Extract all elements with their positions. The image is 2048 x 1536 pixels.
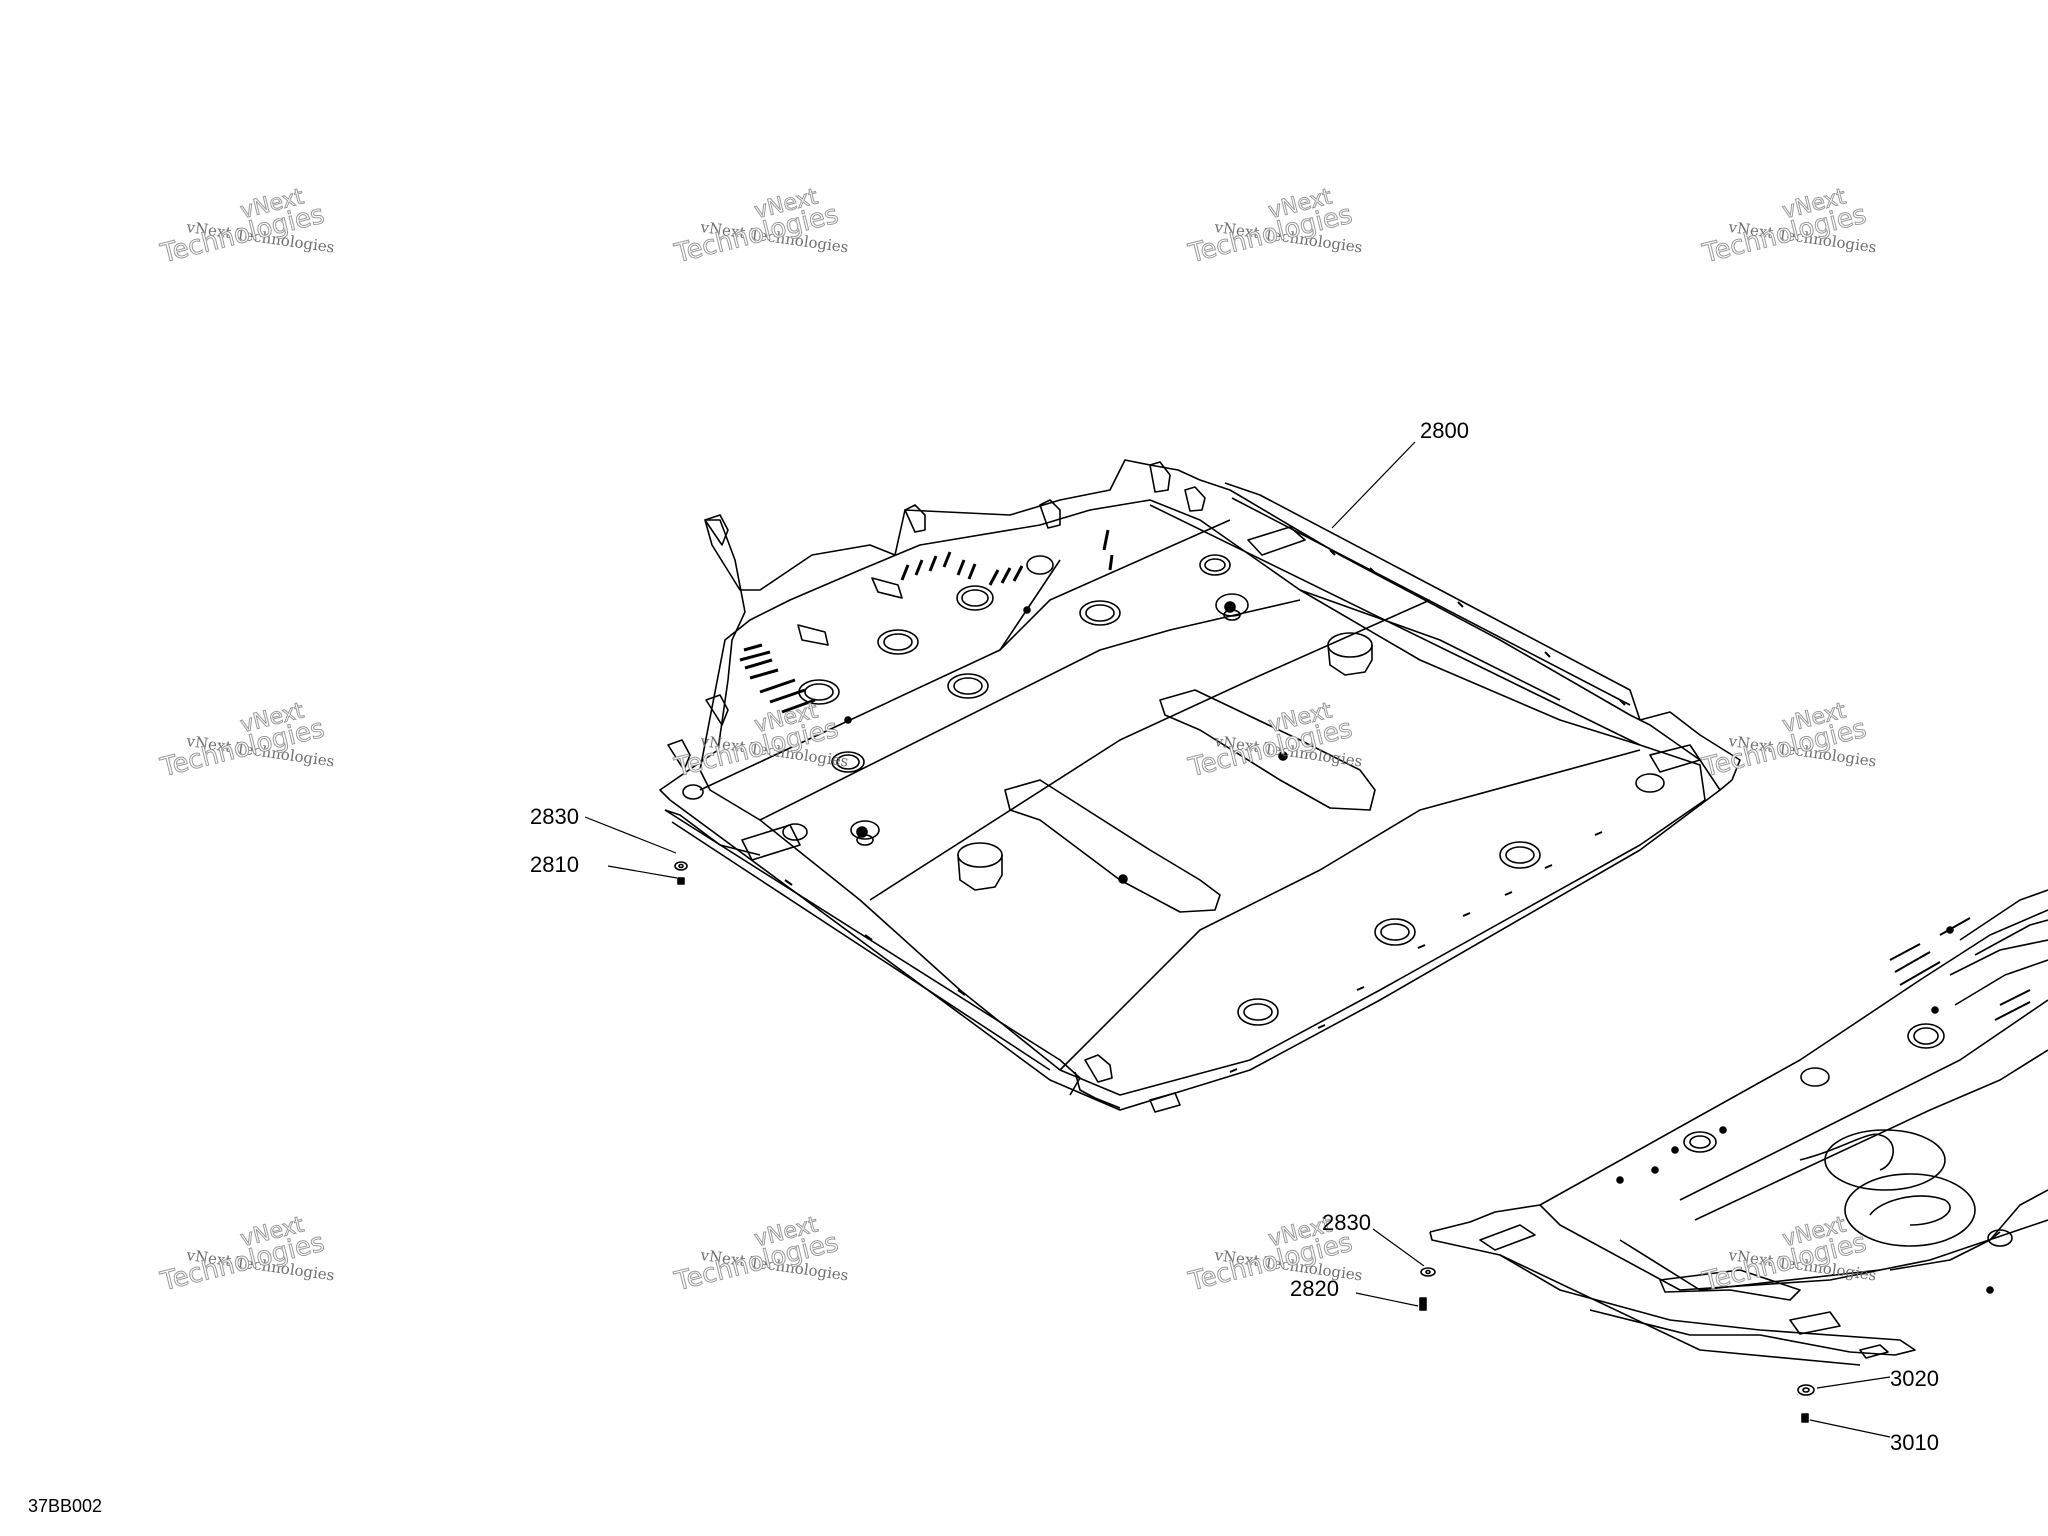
callout-2800: 2800 (1420, 418, 1469, 443)
fastener-parts (674, 861, 1815, 1423)
callout-3020: 3020 (1890, 1366, 1939, 1391)
callout-2830-left: 2830 (530, 804, 579, 829)
vent-slashes (739, 529, 1114, 714)
skid-plate-rear-partial (1429, 889, 2048, 1366)
callout-2830-right: 2830 (1322, 1210, 1371, 1235)
figure-code: 37BB002 (28, 1496, 103, 1516)
callout-2810: 2810 (530, 852, 579, 877)
leader-lines (584, 441, 1891, 1438)
callout-2820: 2820 (1290, 1276, 1339, 1301)
callout-3010: 3010 (1890, 1430, 1939, 1455)
skid-plate-main (659, 459, 1741, 1113)
drain-holes (682, 554, 1665, 1026)
